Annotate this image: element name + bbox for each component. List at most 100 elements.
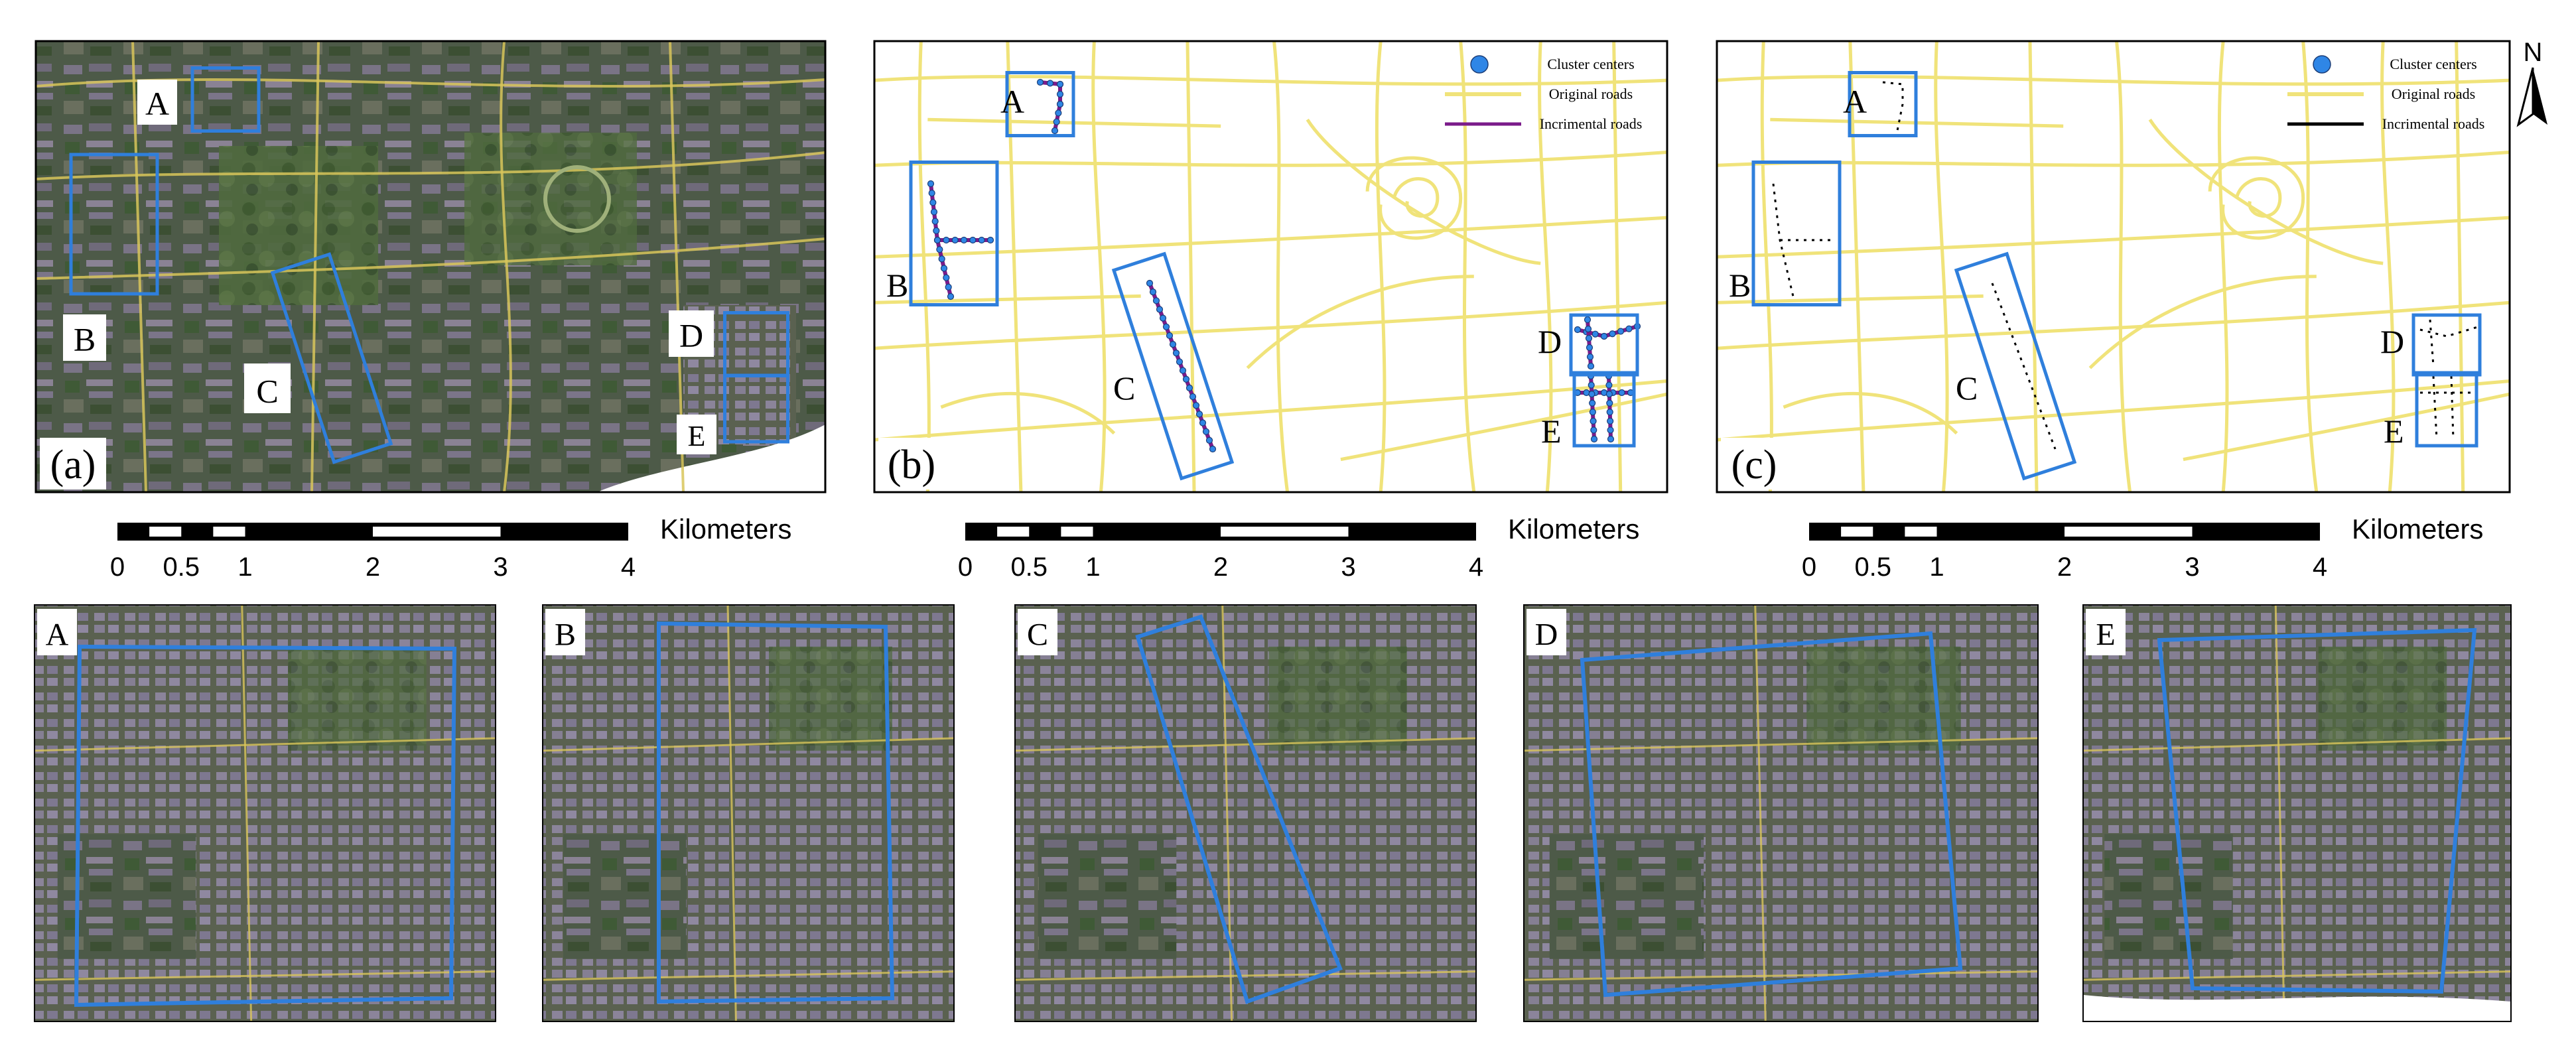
detail-label: A bbox=[37, 609, 77, 655]
original-road bbox=[1272, 40, 1290, 493]
cluster-center bbox=[1186, 384, 1193, 391]
scale-tick-label: 2 bbox=[366, 553, 380, 582]
detail-label-bg bbox=[37, 609, 77, 655]
cluster-center bbox=[960, 236, 968, 244]
cluster-center bbox=[1607, 435, 1615, 443]
detail-label: B bbox=[545, 609, 585, 655]
cluster-center bbox=[1166, 332, 1174, 340]
region-frame-e bbox=[723, 373, 789, 444]
scale-tick-label: 4 bbox=[1469, 553, 1483, 582]
legend-label: Cluster centers bbox=[2390, 56, 2476, 72]
detail-label-text: D bbox=[1535, 618, 1558, 653]
original-road bbox=[874, 216, 1668, 259]
scale-tick-label: 0 bbox=[1802, 553, 1816, 582]
cluster-center bbox=[1585, 334, 1593, 342]
detail-label: E bbox=[2086, 609, 2126, 655]
cluster-center bbox=[1159, 314, 1167, 322]
detail-label-bg bbox=[545, 609, 585, 655]
cluster-center bbox=[1202, 428, 1210, 435]
cluster-center bbox=[1607, 417, 1614, 425]
original-road bbox=[2301, 40, 2319, 493]
north-arrow-left bbox=[2516, 67, 2534, 127]
incremental-road bbox=[1991, 283, 2057, 450]
incremental-road bbox=[2419, 325, 2480, 338]
cluster-center bbox=[1588, 391, 1595, 398]
imagery-block bbox=[2104, 834, 2233, 959]
cluster-center bbox=[1199, 419, 1207, 426]
legend-label: Original roads bbox=[2392, 86, 2475, 102]
detail-label: D bbox=[1526, 609, 1566, 655]
detail-label-text: A bbox=[46, 618, 69, 653]
original-road bbox=[1459, 40, 1476, 493]
road-on-imagery bbox=[1754, 605, 1767, 1021]
imagery-block bbox=[1038, 834, 1177, 959]
panel-frame bbox=[34, 604, 496, 1022]
scale-tick-label: 0.5 bbox=[163, 553, 200, 582]
original-road bbox=[940, 391, 1116, 435]
cluster-center bbox=[1056, 90, 1064, 98]
cluster-center bbox=[1590, 426, 1597, 434]
panel-frame bbox=[34, 40, 827, 493]
road-on-imagery bbox=[35, 151, 826, 180]
cluster-center bbox=[940, 265, 948, 272]
region-frame bbox=[74, 644, 457, 1008]
original-road bbox=[2148, 118, 2384, 265]
region-frame bbox=[2157, 627, 2477, 994]
cluster-center bbox=[1617, 328, 1625, 335]
region-label-a: A bbox=[1000, 83, 1024, 120]
region-frame-a bbox=[1848, 71, 1918, 137]
region-frame-b bbox=[69, 153, 159, 296]
detail-panels: A B C D E bbox=[34, 604, 2512, 1022]
region-frame-b bbox=[1751, 161, 1842, 306]
detail-panel-c: C bbox=[1014, 604, 1477, 1022]
region-label-b: B bbox=[63, 314, 106, 361]
cluster-center bbox=[1055, 109, 1062, 117]
region-frame bbox=[1135, 614, 1343, 1004]
cluster-center bbox=[1587, 362, 1595, 370]
cluster-center bbox=[1146, 279, 1154, 287]
original-road bbox=[2115, 40, 2132, 493]
panel-label-text: (c) bbox=[1731, 442, 1777, 488]
cluster-center bbox=[1182, 375, 1190, 383]
road-on-imagery bbox=[2274, 605, 2285, 1021]
cluster-center bbox=[1589, 399, 1596, 407]
cluster-center bbox=[1590, 417, 1597, 425]
original-road bbox=[1340, 392, 1668, 462]
original-road bbox=[2455, 40, 2465, 493]
detail-label-bg bbox=[1018, 609, 1057, 655]
legend-label: Cluster centers bbox=[1547, 56, 1634, 72]
region-frame bbox=[1580, 631, 1963, 998]
cluster-center bbox=[931, 218, 939, 225]
cluster-center bbox=[1606, 409, 1613, 416]
scale-bar-segment bbox=[149, 527, 182, 537]
region-frame-c bbox=[1111, 251, 1235, 481]
river-edge bbox=[597, 425, 825, 492]
panel-frame bbox=[1523, 604, 2039, 1022]
region-frame bbox=[657, 621, 895, 1004]
spiral-park bbox=[543, 165, 611, 233]
scale-tick-label: 0 bbox=[110, 553, 125, 582]
scale-tick-label: 3 bbox=[1341, 553, 1355, 582]
cluster-center bbox=[1156, 306, 1164, 313]
original-road bbox=[874, 300, 1668, 350]
panel-frame bbox=[1716, 40, 2511, 493]
region-label-e: E bbox=[2384, 413, 2404, 450]
cluster-center bbox=[978, 236, 985, 244]
road-on-imagery bbox=[2083, 737, 2511, 752]
detail-label-text: C bbox=[1027, 618, 1048, 653]
cluster-center bbox=[1152, 297, 1160, 304]
original-road bbox=[2028, 40, 2039, 493]
cluster-center bbox=[1574, 326, 1582, 334]
cluster-center bbox=[1046, 80, 1054, 87]
road-on-imagery bbox=[1524, 737, 2038, 752]
imagery-block bbox=[1268, 646, 1407, 751]
region-label-e: E bbox=[677, 415, 716, 454]
cluster-center bbox=[1051, 127, 1059, 135]
panel-frame bbox=[542, 604, 955, 1022]
region-label-d: D bbox=[1538, 323, 1562, 360]
panel-frame bbox=[873, 40, 1668, 493]
